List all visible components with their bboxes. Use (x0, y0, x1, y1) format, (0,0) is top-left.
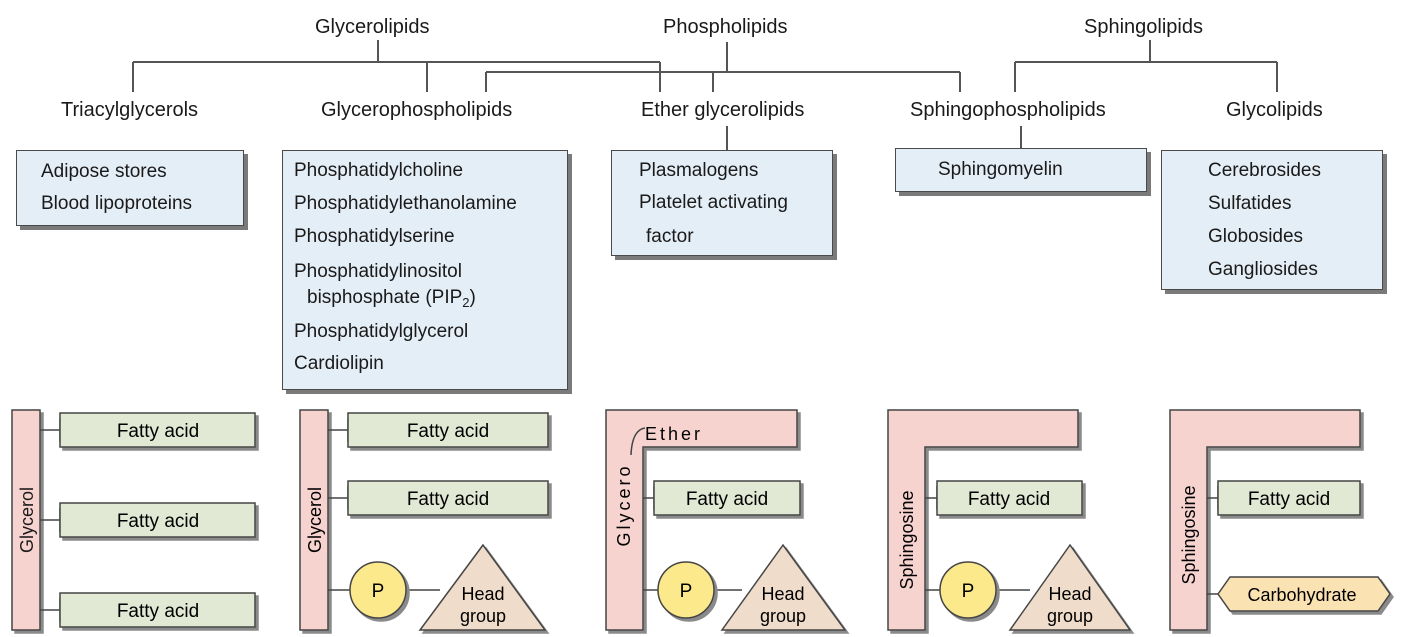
phosphate-label: P (372, 581, 385, 602)
sphingosine-label: Sphingosine (1179, 485, 1199, 584)
fatty-acid-label: Fatty acid (968, 489, 1050, 510)
example-item: Phosphatidylinositol (294, 261, 462, 282)
sphingosine-label: Sphingosine (897, 490, 917, 589)
head-group-label: group (460, 606, 506, 626)
lipid-structures: Glycerol Fatty acid Fatty acid Fatty aci… (11, 409, 1391, 631)
head-group-label: group (1047, 606, 1093, 626)
box-glycerophospholipids: Phosphatidylcholine Phosphatidylethanola… (282, 150, 568, 390)
subcategory-glycolipids: Glycolipids (1226, 99, 1323, 121)
carbohydrate-label: Carbohydrate (1247, 585, 1356, 605)
fatty-acid-label: Fatty acid (117, 511, 199, 532)
phosphate-label: P (962, 581, 975, 602)
fatty-acid-label: Fatty acid (1248, 489, 1330, 510)
phosphate-label: P (680, 581, 693, 602)
example-item: Gangliosides (1208, 259, 1318, 280)
category-phospholipids: Phospholipids (663, 16, 788, 38)
box-glycolipids: Cerebrosides Sulfatides Globosides Gangl… (1161, 150, 1383, 290)
example-item: Cardiolipin (294, 353, 384, 374)
fatty-acid-label: Fatty acid (407, 421, 489, 442)
head-group-label: group (760, 606, 806, 626)
sphingophospholipid-structure: Sphingosine Fatty acid P Head group (887, 409, 1132, 631)
subcategory-sphingophospholipids: Sphingophospholipids (910, 99, 1106, 121)
example-item: Phosphatidylcholine (294, 160, 464, 181)
head-group-label: Head (1048, 584, 1091, 604)
subcategory-glycerophospholipids: Glycerophospholipids (321, 99, 513, 121)
subcategory-ether-glycerolipids: Ether glycerolipids (641, 99, 805, 121)
triacylglycerol-structure: Glycerol Fatty acid Fatty acid Fatty aci… (11, 409, 256, 631)
example-item: Sphingomyelin (938, 159, 1063, 180)
example-item: Phosphatidylethanolamine (294, 193, 517, 214)
example-item: Cerebrosides (1208, 160, 1321, 181)
fatty-acid-label: Fatty acid (117, 601, 199, 622)
example-item: Sulfatides (1208, 193, 1292, 214)
example-item: Globosides (1208, 226, 1304, 247)
example-item: Platelet activating (639, 192, 788, 213)
subcategory-triacylglycerols: Triacylglycerols (61, 99, 199, 121)
glycerol-label: Glycerol (305, 487, 325, 553)
category-glycerolipids: Glycerolipids (315, 16, 430, 38)
glycerophospholipid-structure: Glycerol Fatty acid Fatty acid P Head gr… (299, 409, 549, 631)
head-group-label: Head (761, 584, 804, 604)
fatty-acid-label: Fatty acid (407, 489, 489, 510)
glycolipid-structure: Sphingosine Fatty acid Carbohydrate (1169, 409, 1391, 631)
example-item: Plasmalogens (639, 160, 759, 181)
glycero-label: Glycero (614, 463, 634, 546)
box-triacylglycerols: Adipose stores Blood lipoproteins (16, 150, 244, 226)
box-sphingophospholipids: Sphingomyelin (895, 148, 1147, 192)
head-group-label: Head (461, 584, 504, 604)
example-item: Phosphatidylglycerol (294, 321, 469, 342)
example-item: factor (646, 226, 694, 247)
example-item-pip2: bisphosphate (PIP2) (307, 287, 476, 310)
ether-glycerolipid-structure: Glycero Ether Fatty acid P Head group (605, 409, 847, 631)
fatty-acid-label: Fatty acid (686, 489, 768, 510)
box-ether-glycerolipids: Plasmalogens Platelet activating factor (611, 150, 833, 256)
fatty-acid-label: Fatty acid (117, 421, 199, 442)
classification-tree-lines (132, 40, 1278, 150)
example-item: Phosphatidylserine (294, 226, 455, 247)
ether-label: Ether (645, 424, 703, 444)
example-item: Adipose stores (41, 161, 167, 182)
glycerol-label: Glycerol (17, 487, 37, 553)
category-sphingolipids: Sphingolipids (1084, 16, 1203, 38)
example-item: Blood lipoproteins (41, 193, 193, 214)
